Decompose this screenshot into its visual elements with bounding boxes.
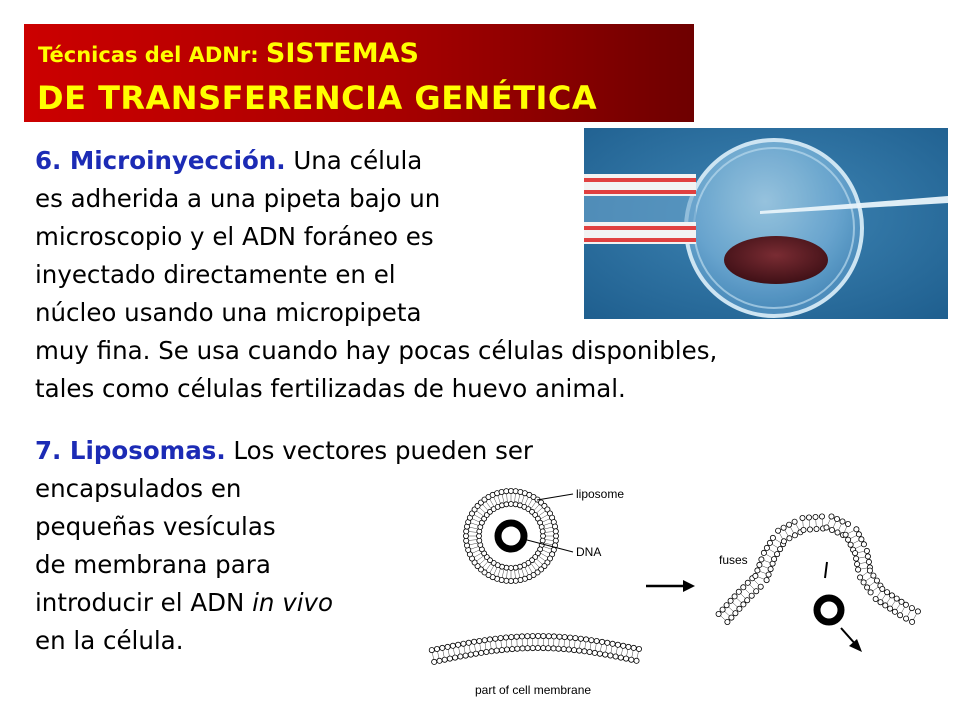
holding-pipette <box>584 174 696 244</box>
liposome-pointer <box>536 493 574 501</box>
section7-text: Los vectores pueden ser <box>225 436 533 465</box>
title-line-2: DE TRANSFERENCIA GENÉTICA <box>37 79 598 117</box>
microinjection-photo <box>584 128 948 319</box>
section6-line-4: inyectado directamente en el <box>35 260 396 289</box>
title-banner <box>24 24 694 122</box>
released-dna-ring <box>813 594 845 626</box>
section6-line-5: núcleo usando una micropipeta <box>35 298 422 327</box>
fuses-label: fuses <box>719 553 748 567</box>
in-vivo-text: in vivo <box>252 588 334 617</box>
section7-line-3: pequeñas vesículas <box>35 512 276 541</box>
title-prefix: Técnicas del ADNr: <box>38 43 266 67</box>
liposome-label: liposome <box>576 487 624 501</box>
dna-pointer <box>526 539 574 553</box>
release-arrow-head <box>849 639 862 652</box>
section7-line-5: introducir el ADN in vivo <box>35 584 333 622</box>
section7-line-4: de membrana para <box>35 550 271 579</box>
section6-line-7: tales como células fertilizadas de huevo… <box>35 374 626 403</box>
injection-micropipette <box>760 196 948 214</box>
fuse-tick <box>824 561 828 579</box>
section6-text: Una célula <box>285 146 423 175</box>
section6-line-3: microscopio y el ADN foráneo es <box>35 222 434 251</box>
dna-ring <box>494 519 528 553</box>
title-line-1: Técnicas del ADNr: SISTEMAS <box>38 38 419 69</box>
membrane-label: part of cell membrane <box>475 683 591 697</box>
section7-line-6: en la célula. <box>35 626 184 655</box>
section6-line-1: 6. Microinyección. Una célula <box>35 142 422 180</box>
section6-heading: 6. Microinyección. <box>35 146 286 175</box>
section6-line-6: muy fina. Se usa cuando hay pocas célula… <box>35 336 718 365</box>
section7-heading: 7. Liposomas. <box>35 436 226 465</box>
section7-line-1: 7. Liposomas. Los vectores pueden ser <box>35 432 533 470</box>
section7-text-5: introducir el ADN <box>35 588 253 617</box>
section7-line-2: encapsulados en <box>35 474 242 503</box>
lipid-bilayer <box>428 487 921 665</box>
arrow-head <box>683 580 695 592</box>
title-main: SISTEMAS <box>265 38 419 69</box>
liposome-diagram: liposome DNA fuses part of cell membrane <box>428 487 921 697</box>
section6-line-2: es adherida a una pipeta bajo un <box>35 184 441 213</box>
dna-label: DNA <box>576 545 601 559</box>
